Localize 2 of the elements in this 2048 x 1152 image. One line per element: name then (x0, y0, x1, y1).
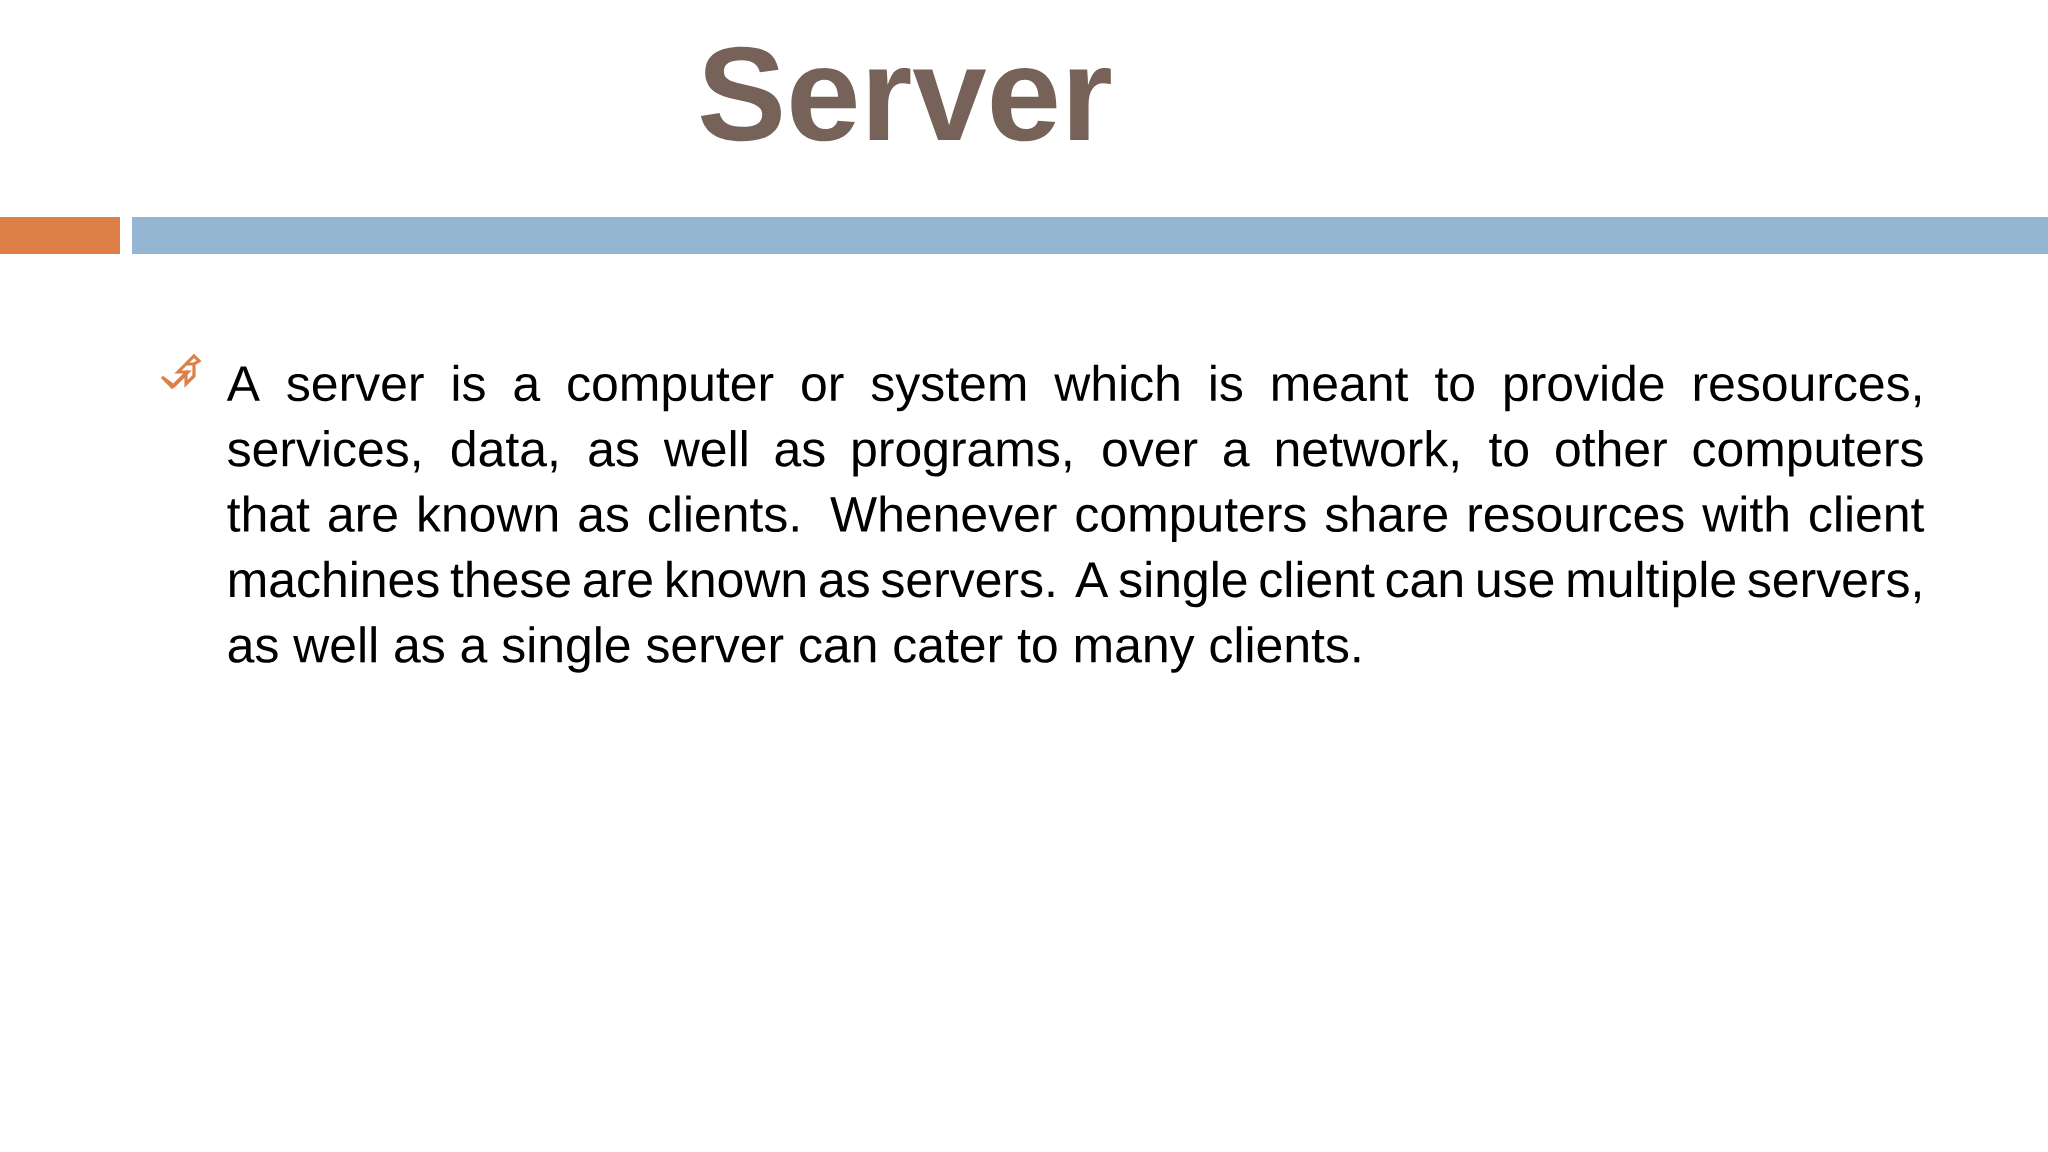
slide-title: Server (700, 46, 1111, 142)
body-paragraph: A server is a computer or system which is meant to provide resources, services, data, as well as programs, over a network, to other computers that are known as clients. Whenever computers share resources with client machines these are known as servers. A single client can use multiple servers, as well as a single server can cater to many clients. (226, 364, 1925, 673)
